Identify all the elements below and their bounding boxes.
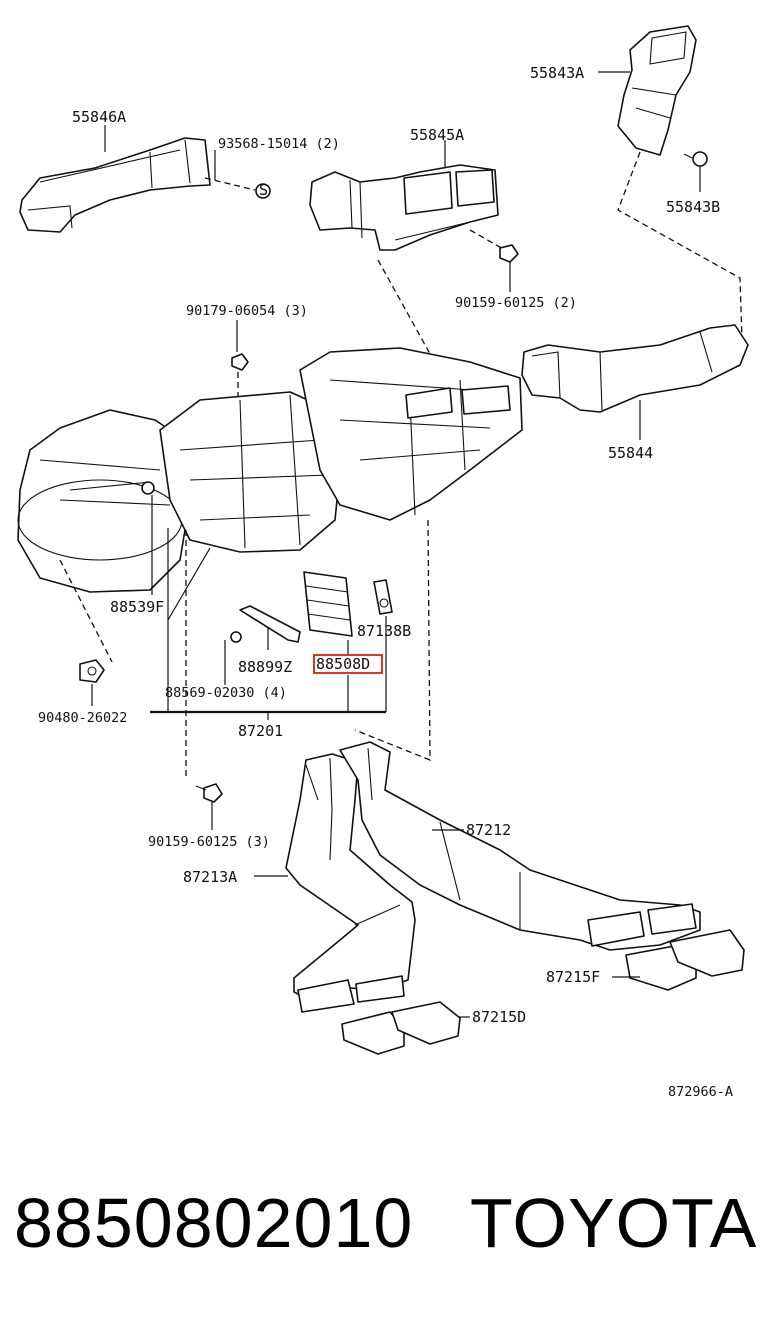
- bolt-lower-icon[interactable]: [195, 783, 223, 803]
- outlet-87215F[interactable]: [625, 929, 745, 991]
- duct-87212[interactable]: [339, 741, 701, 951]
- label-87215F: 87215F: [546, 968, 600, 986]
- part-number: 8850802010: [14, 1184, 414, 1262]
- label-55844: 55844: [608, 444, 653, 462]
- duct-55844[interactable]: [521, 324, 749, 413]
- heater-assembly[interactable]: [17, 347, 523, 593]
- label-93568: 93568-15014 (2): [218, 136, 340, 152]
- nut-90179[interactable]: [231, 353, 249, 371]
- label-90179: 90179-06054 (3): [186, 303, 308, 319]
- clip-icon[interactable]: [255, 183, 271, 199]
- footer: 8850802010 TOYOTA: [0, 1180, 760, 1300]
- duct-87213A[interactable]: [285, 753, 416, 1013]
- label-55843A: 55843A: [530, 64, 584, 82]
- label-87215D: 87215D: [472, 1008, 526, 1026]
- highlight-box: [313, 654, 383, 674]
- parts-diagram: 55846A S 93568-15014 (2) 55845A 90159-60…: [17, 25, 749, 1100]
- reference-code: 872966-A: [668, 1084, 733, 1100]
- label-90159-bottom: 90159-60125 (3): [148, 834, 270, 850]
- grommet-90480[interactable]: [79, 659, 105, 683]
- outlet-87215D[interactable]: [341, 1001, 461, 1055]
- duct-55843A[interactable]: [617, 25, 697, 156]
- clip-87138B[interactable]: [373, 579, 393, 615]
- screw-icon[interactable]: [230, 631, 242, 643]
- label-55843B: 55843B: [666, 198, 720, 216]
- label-88508D: 88508D: [316, 655, 370, 673]
- svg-text:S: S: [259, 181, 268, 199]
- label-88539F: 88539F: [110, 598, 164, 616]
- label-87213A: 87213A: [183, 868, 237, 886]
- pipe-icon: [141, 481, 155, 495]
- label-87201: 87201: [238, 722, 283, 740]
- brand-name: TOYOTA: [470, 1184, 758, 1262]
- duct-55845A[interactable]: [309, 164, 499, 251]
- dashline-clip: [204, 177, 256, 191]
- label-90159-top: 90159-60125 (2): [455, 295, 577, 311]
- clip-55843B[interactable]: [683, 151, 708, 167]
- label-55845A: 55845A: [410, 126, 464, 144]
- label-87138B: 87138B: [357, 622, 411, 640]
- bolt-icon[interactable]: [499, 244, 519, 263]
- label-88899Z: 88899Z: [238, 658, 292, 676]
- filter-88508D[interactable]: [303, 571, 353, 637]
- bracket-88899Z[interactable]: [239, 605, 301, 643]
- label-88569: 88569-02030 (4): [165, 685, 287, 701]
- duct-55846A[interactable]: [19, 137, 211, 233]
- label-87212: 87212: [466, 821, 511, 839]
- label-55846A: 55846A: [72, 108, 126, 126]
- label-90480: 90480-26022: [38, 710, 127, 726]
